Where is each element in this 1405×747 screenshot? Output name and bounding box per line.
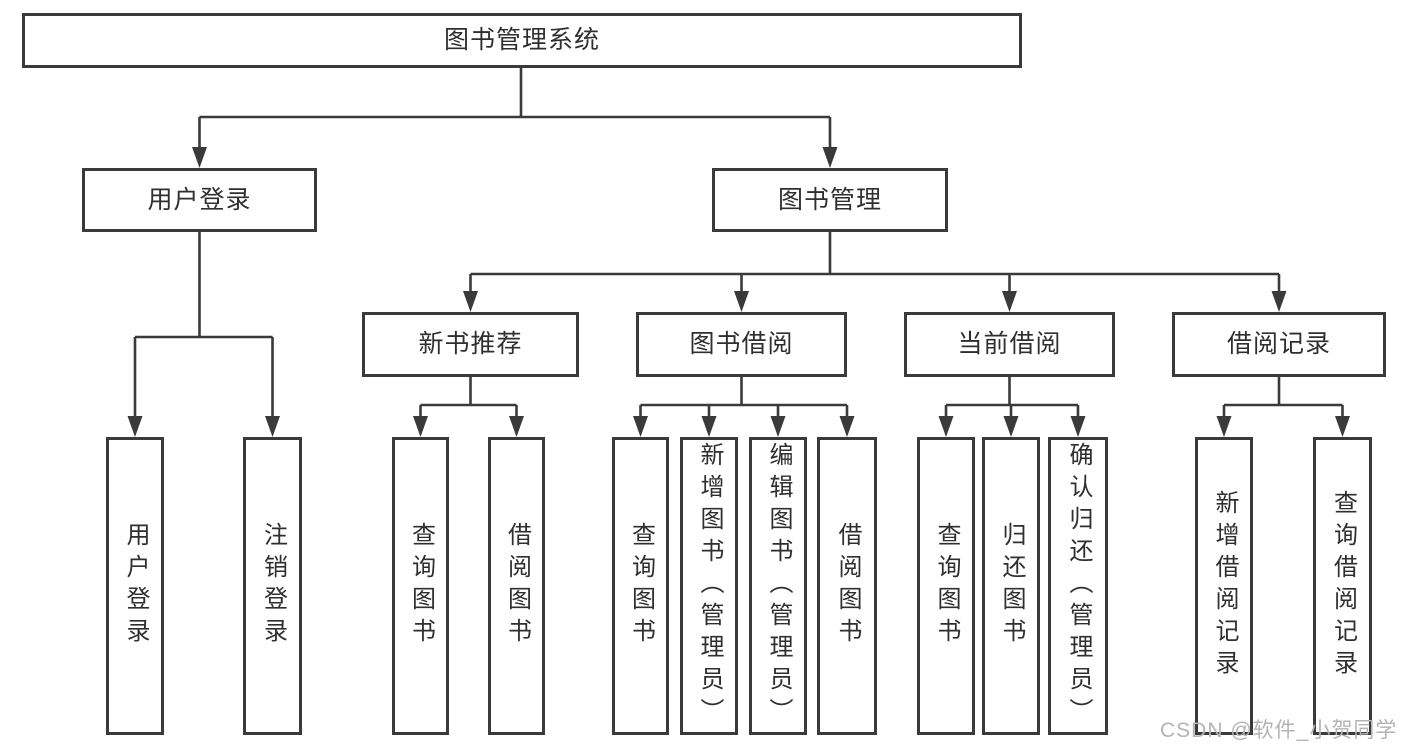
arrowheads [127, 147, 1350, 437]
node-book-management: 图书管理 [712, 168, 948, 232]
arrow-down-icon [822, 147, 838, 168]
leaf-user-login-label: 用户登录 [122, 522, 149, 650]
arrow-down-icon [1003, 416, 1019, 437]
arrow-down-icon [633, 416, 648, 437]
leaf-logout: 注销登录 [243, 437, 302, 735]
node-new-book-recommend: 新书推荐 [362, 312, 579, 377]
node-user-login: 用户登录 [82, 168, 317, 232]
leaf-borrow-add-books-admin-label: 新增图书（管理员） [696, 442, 723, 730]
arrow-down-icon [1216, 416, 1232, 437]
arrow-down-icon [938, 416, 954, 437]
leaf-records-add-record: 新增借阅记录 [1195, 437, 1253, 735]
node-root: 图书管理系统 [22, 13, 1022, 68]
leaf-current-confirm-return-admin: 确认归还（管理员） [1048, 437, 1108, 735]
leaf-borrow-borrow-books: 借阅图书 [817, 437, 877, 735]
leaf-current-return-books-label: 归还图书 [998, 522, 1025, 650]
leaf-newbooks-borrow-books-label: 借阅图书 [503, 522, 531, 650]
arrow-down-icon [413, 416, 428, 437]
leaf-borrow-query-books-label: 查询图书 [627, 522, 655, 650]
leaf-borrow-add-books-admin: 新增图书（管理员） [680, 437, 738, 735]
arrow-down-icon [1335, 416, 1350, 437]
leaf-current-return-books: 归还图书 [982, 437, 1040, 735]
leaf-records-add-record-label: 新增借阅记录 [1211, 490, 1238, 682]
leaf-borrow-edit-books-admin: 编辑图书（管理员） [749, 437, 807, 735]
node-root-label: 图书管理系统 [443, 26, 600, 54]
arrow-down-icon [509, 416, 524, 437]
leaf-borrow-edit-books-admin-label: 编辑图书（管理员） [765, 442, 792, 730]
arrow-down-icon [1070, 416, 1086, 437]
leaf-newbooks-borrow-books: 借阅图书 [488, 437, 545, 735]
leaf-borrow-query-books: 查询图书 [612, 437, 669, 735]
node-new-book-recommend-label: 新书推荐 [418, 330, 523, 358]
arrow-down-icon [265, 416, 280, 437]
node-borrow-records: 借阅记录 [1172, 312, 1386, 377]
arrow-down-icon [1002, 291, 1017, 312]
arrow-down-icon [463, 291, 478, 312]
arrow-down-icon [127, 416, 143, 437]
arrow-down-icon [701, 416, 717, 437]
arrow-down-icon [734, 291, 749, 312]
leaf-logout-label: 注销登录 [259, 522, 287, 650]
leaf-user-login: 用户登录 [106, 437, 164, 735]
leaf-current-confirm-return-admin-label: 确认归还（管理员） [1065, 442, 1092, 730]
arrow-down-icon [770, 416, 786, 437]
node-current-borrow-label: 当前借阅 [957, 330, 1062, 358]
node-book-borrow: 图书借阅 [636, 312, 847, 377]
arrow-down-icon [839, 416, 855, 437]
leaf-newbooks-query-books: 查询图书 [392, 437, 449, 735]
node-user-login-label: 用户登录 [147, 185, 252, 214]
leaf-records-query-record: 查询借阅记录 [1313, 437, 1372, 735]
arrow-down-icon [192, 147, 207, 168]
leaf-current-query-books-label: 查询图书 [933, 522, 960, 650]
node-borrow-records-label: 借阅记录 [1226, 330, 1331, 358]
arrow-down-icon [1271, 291, 1287, 312]
node-book-management-label: 图书管理 [777, 185, 882, 214]
node-book-borrow-label: 图书借阅 [689, 330, 794, 358]
leaf-current-query-books: 查询图书 [917, 437, 975, 735]
leaf-records-query-record-label: 查询借阅记录 [1329, 490, 1357, 682]
csdn-watermark: CSDN @软件_小贺同学 [1160, 719, 1398, 742]
leaf-newbooks-query-books-label: 查询图书 [407, 522, 435, 650]
leaf-borrow-borrow-books-label: 借阅图书 [834, 522, 861, 650]
node-current-borrow: 当前借阅 [904, 312, 1115, 377]
